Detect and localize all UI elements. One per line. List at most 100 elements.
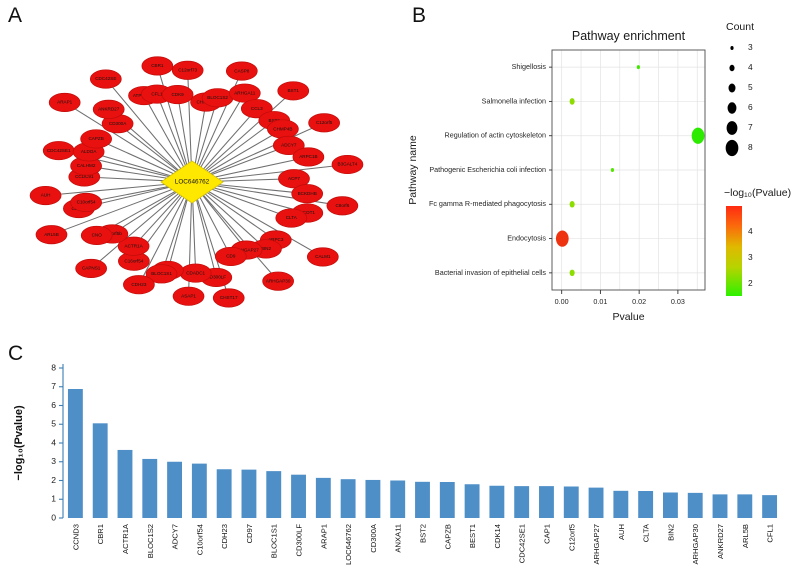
network-node: BLOC1S2 (201, 88, 234, 108)
network-node-label: C10orf54 (77, 200, 96, 205)
count-legend-dot (729, 64, 735, 72)
color-legend-tick-label: 4 (748, 226, 753, 236)
bar-category-label: ARHGAP30 (691, 524, 700, 565)
bubble-y-tick-label: Pathogenic Escherichia coli infection (429, 165, 546, 174)
bar-category-label: CDH23 (220, 524, 229, 549)
network-node: ADCY7 (272, 135, 305, 155)
network-node-label: CCDC91 (75, 174, 94, 179)
bar (588, 487, 604, 518)
network-node-label: BLOC1S1 (151, 271, 172, 276)
bar-y-tick-label: 8 (51, 362, 56, 372)
network-edge (191, 181, 279, 282)
network-node-label: ASAP1 (181, 293, 196, 298)
bar-y-tick-label: 0 (51, 512, 56, 522)
network-node-shape (172, 286, 205, 306)
network-node-shape (291, 184, 324, 204)
network-node-shape (123, 275, 155, 295)
bar-category-label: CD300LF (295, 524, 304, 557)
bubble-point (569, 98, 575, 105)
bar (439, 482, 455, 518)
network-node-label: C12orf73 (178, 68, 197, 73)
network-node-label: ARPC3 (268, 237, 284, 242)
bar-category-label: C10orf54 (195, 524, 204, 555)
bar (365, 479, 381, 518)
bar-category-label: BLOC1S1 (270, 524, 279, 558)
pathway-enrichment-plot: Pathway enrichmentShigellosisSalmonella … (407, 21, 791, 323)
bar (191, 463, 207, 518)
bar-category-label: AUH (617, 524, 626, 540)
network-edge (64, 102, 193, 183)
network-node: BST1 (277, 81, 310, 101)
bar (539, 486, 554, 518)
count-legend-label: 4 (748, 62, 753, 72)
network-node-label: ARPC1B (299, 154, 317, 159)
network-node: CD9 (214, 246, 247, 267)
color-legend-tick-label: 3 (748, 252, 753, 262)
network-node-label: CAPNS1 (82, 266, 101, 271)
bar-category-label: CCND3 (71, 524, 80, 550)
bar-category-label: ACTR1A (121, 523, 130, 554)
bar (613, 490, 629, 518)
bubble-y-axis-label: Pathway name (407, 135, 419, 205)
bar (92, 423, 108, 518)
bubble-point (569, 201, 575, 208)
network-node: ARL5B (35, 225, 68, 245)
network-node-label: CAPZB (88, 136, 103, 141)
bar-y-tick-label: 6 (51, 400, 56, 410)
network-node: ACTR1A (117, 236, 150, 256)
network-node-shape (92, 99, 125, 119)
network-node-label: CBR1 (151, 63, 164, 68)
bar-y-tick-label: 1 (51, 494, 56, 504)
network-edge (138, 181, 193, 285)
network-edge (191, 90, 294, 183)
bubble-x-tick-label: 0.02 (632, 297, 646, 306)
bar (712, 494, 728, 518)
network-node: C16orf54 (118, 251, 150, 271)
network-node: CDK9 (161, 85, 194, 105)
network-node-shape (171, 60, 204, 80)
panel-a-network: A C12orf73CHMP3ABLOC1S2CASP8ARHGA11CCL3B… (0, 0, 400, 340)
bar-category-label: ARHGAP27 (592, 524, 601, 565)
network-node-label: BST1 (287, 88, 299, 93)
bar-y-tick-label: 4 (51, 437, 56, 447)
network-node-label: CHST17 (220, 295, 238, 300)
bar (142, 458, 158, 518)
network-graph: C12orf73CHMP3ABLOC1S2CASP8ARHGA11CCL3BST… (29, 56, 364, 308)
count-legend-label: 7 (748, 122, 753, 132)
count-legend-dot (730, 45, 734, 51)
bar-category-label: BST2 (419, 524, 428, 543)
bar-category-label: BIN2 (666, 524, 675, 541)
bar (464, 484, 480, 518)
count-legend-dot (726, 121, 738, 135)
bar (514, 486, 530, 518)
network-node-label: ARHGAP27 (234, 247, 259, 252)
network-node-label: B3GALT4 (338, 162, 358, 167)
network-node-shape (275, 208, 308, 228)
network-node: CHMP4B (267, 119, 299, 139)
bar (291, 474, 306, 518)
bar-category-label: CLTA (642, 523, 651, 542)
bar-y-tick-label: 2 (51, 475, 56, 485)
network-node: CDC42SE1 (42, 141, 75, 161)
network-node: AUH (29, 185, 62, 206)
bubble-x-axis-label: Pvalue (612, 311, 644, 323)
network-node-shape (228, 83, 261, 103)
bubble-y-tick-label: Endocytosis (507, 233, 546, 242)
network-node-label: CDK9 (171, 92, 184, 97)
network-node: ARHGA11 (228, 83, 261, 103)
network-node-shape (326, 196, 359, 216)
bar-y-tick-label: 5 (51, 419, 56, 429)
network-node-label: ACOT1 (300, 210, 316, 215)
bar (340, 479, 356, 518)
count-legend-title: Count (726, 21, 754, 33)
panel-c-letter: C (8, 342, 24, 365)
network-node: ASAP1 (172, 286, 205, 306)
network-node-shape (145, 264, 178, 284)
bar (737, 494, 753, 518)
bar (415, 481, 430, 518)
network-node-label: ADCY7 (281, 143, 297, 148)
network-node: CDH23 (123, 275, 155, 295)
bubble-point (569, 269, 575, 277)
